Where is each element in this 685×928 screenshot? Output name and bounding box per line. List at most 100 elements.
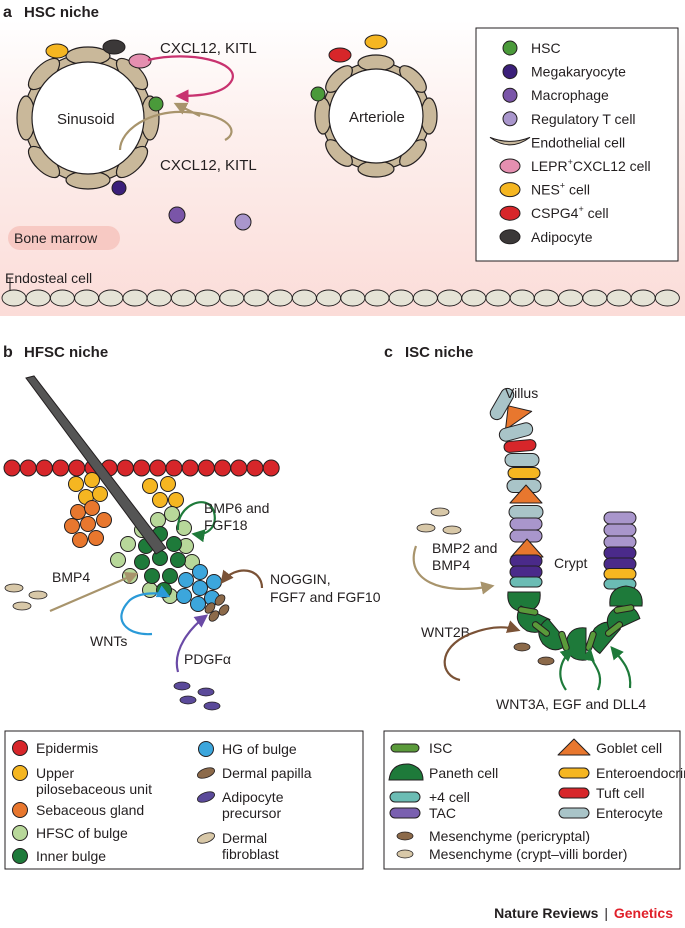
hfsc-bulge-cell: [120, 536, 136, 552]
legend-c-label: Mesenchyme (pericryptal): [429, 828, 590, 844]
bmp4-arrow-b: [49, 572, 139, 613]
bmp6-label: BMP6 and: [204, 500, 269, 516]
enterocyte: [508, 505, 544, 519]
bmp4-label-c: BMP4: [432, 557, 470, 573]
panel-c: c ISC niche Villus Crypt BMP2 and BMP4 W…: [383, 344, 685, 870]
epidermis-cell: [230, 459, 248, 477]
hg-bulge-cell: [192, 564, 208, 580]
figure-canvas: a HSC niche Sinusoid: [0, 4, 685, 870]
legend-c-label: TAC: [429, 805, 456, 821]
dermal-papilla-cell: [218, 604, 230, 616]
regulatory-t-cell: [234, 213, 252, 231]
bone-marrow-label: Bone marrow: [14, 230, 98, 246]
inner-bulge-cell: [166, 536, 182, 552]
wnts-arrow: [120, 585, 171, 636]
journal-separator: |: [604, 905, 608, 921]
epidermis-cell: [214, 459, 232, 477]
inner-bulge-cell: [134, 554, 150, 570]
upper-pilosebaceous-cell: [152, 492, 168, 508]
legend-b-label-line2: pilosebaceous unit: [36, 781, 152, 797]
epidermis-cell: [149, 459, 167, 477]
endosteal-cell: [485, 289, 511, 307]
legend-a-label: Macrophage: [531, 87, 609, 103]
enteroendocrine-cell: [507, 467, 541, 479]
hfsc-bulge-cell: [150, 512, 166, 528]
legend-c-label: Tuft cell: [596, 785, 645, 801]
sebaceous-gland-cell: [70, 504, 86, 520]
tac-cell: [509, 554, 543, 568]
enterocyte: [498, 422, 534, 442]
epidermis-cell: [52, 459, 70, 477]
legend-a-label: LEPR+CXCL12 cell: [531, 157, 651, 174]
inner-bulge-cell: [144, 568, 160, 584]
epidermis-cell: [35, 459, 53, 477]
legend-a-label: Megakaryocyte: [531, 64, 626, 80]
legend-b-label: HG of bulge: [222, 741, 297, 757]
tac-cell: [603, 523, 637, 537]
legend-a-label: HSC: [531, 40, 561, 56]
endosteal-cell: [388, 289, 414, 307]
sebaceous-gland-cell: [84, 500, 100, 516]
epidermis-cell: [197, 459, 215, 477]
endosteal-cell: [195, 289, 221, 307]
wnt3a-arrow-3: [610, 645, 632, 689]
epidermis-cell: [262, 459, 280, 477]
legend-a-swatch: [502, 64, 518, 80]
epidermis-row: [3, 459, 280, 477]
upper-pilosebaceous-cell: [68, 476, 84, 492]
legend-c-swatch: [388, 763, 424, 781]
endosteal-cell: [316, 289, 342, 307]
journal-credit: Nature Reviews | Genetics: [494, 905, 673, 921]
crypt-label: Crypt: [554, 555, 588, 571]
upper-pilosebaceous-cell: [92, 486, 108, 502]
legend-b-swatch: [12, 765, 28, 781]
crypt-villus-unit: [489, 387, 643, 661]
endosteal-cell: [606, 289, 632, 307]
legend-c-label: Mesenchyme (crypt–villi border): [429, 846, 627, 862]
legend-b-label: Adipocyte: [222, 789, 284, 805]
legend-b-swatch: [197, 791, 215, 803]
hfsc-bulge-cell: [164, 506, 180, 522]
endosteal-cell: [533, 289, 559, 307]
endosteal-cell-row: [1, 289, 680, 307]
sebaceous-gland-cell: [72, 532, 88, 548]
upper-pilosebaceous-cell: [142, 478, 158, 494]
hsc-cell: [148, 96, 164, 112]
endosteal-cell: [25, 289, 51, 307]
endosteal-cell: [582, 289, 608, 307]
panel-b-title: HFSC niche: [24, 344, 108, 361]
bmp4-label-b: BMP4: [52, 569, 90, 585]
goblet-cell: [504, 405, 533, 431]
hg-bulge-cell: [206, 574, 222, 590]
endosteal-cell: [654, 289, 680, 307]
epidermis-cell: [116, 459, 134, 477]
nes-cell-arteriole: [364, 34, 388, 50]
wnt2b-arrow: [443, 620, 521, 682]
bmp2-arrow: [412, 545, 495, 595]
cxcl12-arrow-top: [147, 55, 234, 103]
arteriole-label: Arteriole: [349, 109, 405, 126]
hfsc-bulge-cell: [142, 582, 158, 598]
legend-b-label: HFSC of bulge: [36, 825, 128, 841]
legend-b-label: Upper: [36, 765, 74, 781]
endosteal-cell: [437, 289, 463, 307]
endosteal-cell: [340, 289, 366, 307]
hfsc-bulge-cell: [176, 520, 192, 536]
inner-bulge-cell: [170, 552, 186, 568]
dermal-papilla-cell: [214, 594, 226, 606]
hg-bulge-cell: [192, 580, 208, 596]
panel-c-title: ISC niche: [405, 344, 473, 361]
legend-c-swatch: [396, 831, 414, 841]
adipocyte: [102, 39, 126, 55]
endosteal-cell: [49, 289, 75, 307]
legend-c-label: +4 cell: [429, 789, 470, 805]
tuft-cell: [503, 439, 537, 453]
cxcl12-arrow-bottom-head: [173, 102, 201, 117]
epidermis-cell: [3, 459, 21, 477]
legend-a-label: Regulatory T cell: [531, 111, 636, 127]
hair-follicle: [64, 472, 230, 622]
endosteal-cell: [74, 289, 100, 307]
pdgf-label: PDGFα: [184, 651, 231, 667]
